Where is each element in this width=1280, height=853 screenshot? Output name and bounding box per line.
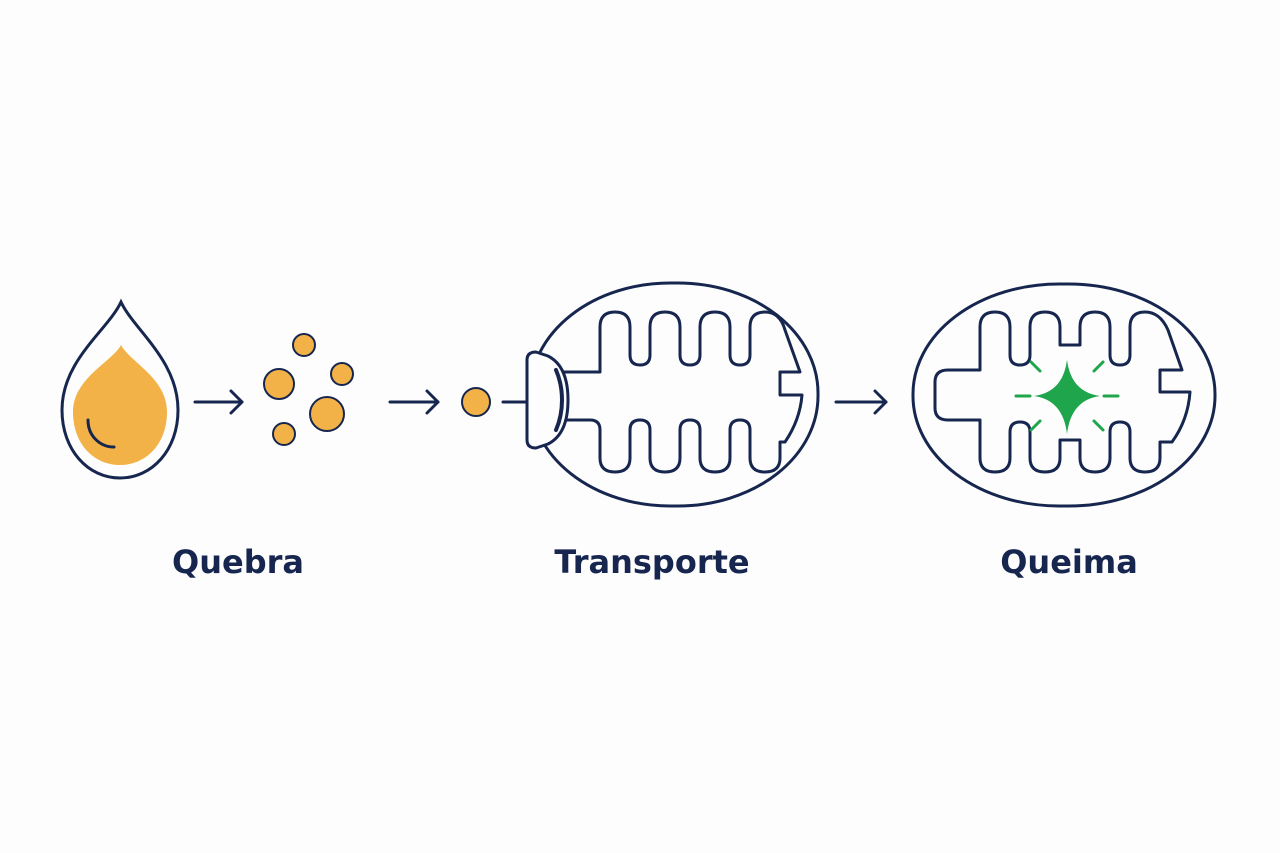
- particle: [309, 396, 345, 432]
- carrier-transporter-icon: [525, 350, 570, 450]
- fatty-acid-particles-icon: [263, 333, 354, 446]
- stage-label-quebra: Quebra: [172, 543, 304, 581]
- stage-label-queima: Queima: [1000, 543, 1138, 581]
- arrow-right-icon: [388, 389, 440, 415]
- fatty-acid-molecule-icon: [461, 387, 491, 417]
- mitochondrion-icon: [528, 281, 820, 508]
- arrow-right-icon: [834, 389, 888, 415]
- particle: [330, 362, 354, 386]
- particle: [292, 333, 316, 357]
- particle: [272, 422, 296, 446]
- particle: [263, 368, 295, 400]
- mitochondrion-icon: [911, 282, 1217, 508]
- energy-spark-icon: [1014, 360, 1120, 434]
- stage-label-transporte: Transporte: [554, 543, 749, 581]
- fat-droplet-icon: [60, 298, 180, 480]
- arrow-right-icon: [193, 389, 244, 415]
